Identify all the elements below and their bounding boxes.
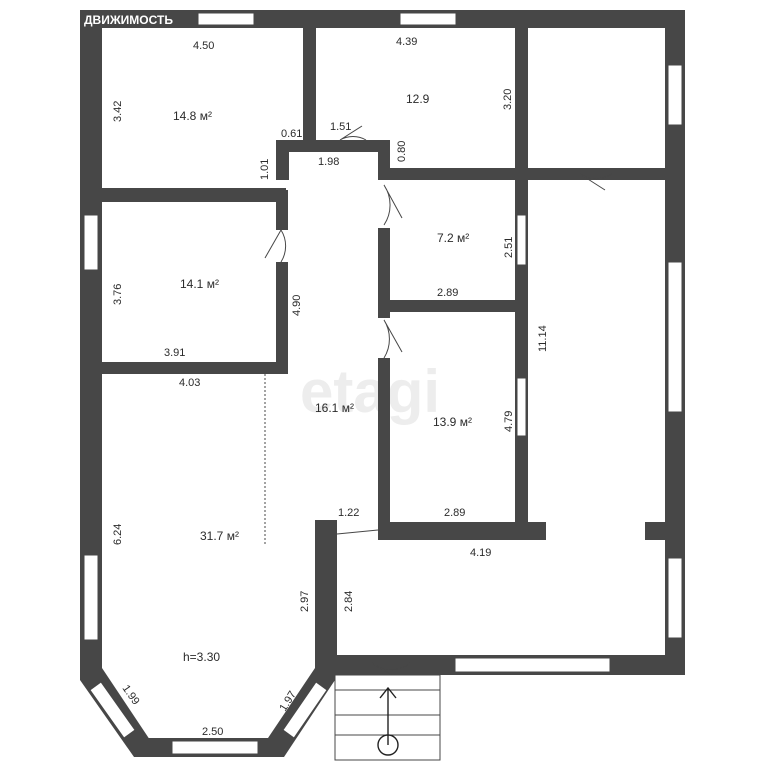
windows	[83, 12, 683, 755]
room-area-room-n: 12.9	[406, 92, 430, 106]
window-bottom	[454, 657, 611, 673]
dim-label: 3.91	[164, 347, 185, 359]
dim-label: 2.89	[444, 507, 465, 519]
dim-label: 11.14	[537, 325, 549, 352]
dim-label: 4.39	[396, 36, 417, 48]
dim-label: 2.84	[343, 591, 355, 612]
window-bottom-chamfer	[171, 740, 259, 755]
window-top-middle	[399, 12, 457, 26]
window-interior-mid	[516, 377, 527, 437]
window-interior-small	[516, 214, 527, 266]
dim-label: 4.50	[193, 40, 214, 52]
dim-label: 0.61	[281, 128, 302, 140]
porch-stairs	[334, 674, 441, 761]
window-right-upper	[667, 64, 683, 126]
room-area-bedroom-nw: 14.8 м²	[173, 109, 212, 123]
room-area-bedroom-w: 14.1 м²	[180, 277, 219, 291]
window-left-upper	[83, 214, 99, 271]
dim-label: 2.89	[437, 287, 458, 299]
dim-label: 1.51	[330, 121, 351, 133]
dim-label: 4.03	[179, 377, 200, 389]
room-area-small: 7.2 м²	[437, 231, 469, 245]
dim-label: 2.50	[202, 726, 223, 738]
window-chamfer-right	[282, 681, 328, 739]
dim-label: 3.42	[112, 101, 124, 122]
dim-label: 4.19	[470, 547, 491, 559]
room-area-mid: 13.9 м²	[433, 415, 472, 429]
brand-badge	[80, 10, 188, 28]
dim-label: 1.22	[338, 507, 359, 519]
room-area-hall: 16.1 м²	[315, 401, 354, 415]
dim-label: 2.51	[503, 237, 515, 258]
watermark: etagi	[300, 358, 440, 425]
window-left-lower	[83, 554, 99, 641]
dim-label: 0.80	[396, 141, 408, 162]
dim-label: 3.20	[502, 89, 514, 110]
room-area-living: 31.7 м²	[200, 529, 239, 543]
doors	[264, 125, 613, 681]
walls	[80, 10, 685, 757]
window-top-left	[197, 12, 255, 26]
dim-label: 1.98	[318, 156, 339, 168]
dim-label: 4.90	[291, 295, 303, 316]
ceiling-height: h=3.30	[183, 650, 220, 664]
window-right-lower	[667, 557, 683, 639]
dim-label: 2.97	[299, 591, 311, 612]
brand-text: ДВИЖИМОСТЬ	[84, 13, 173, 27]
window-right-middle	[667, 261, 683, 413]
dim-label: 1.01	[259, 159, 271, 180]
window-chamfer-left	[89, 681, 136, 739]
dim-label: 4.79	[503, 411, 515, 432]
dim-label: 6.24	[112, 524, 124, 545]
dim-label: 3.76	[112, 284, 124, 305]
